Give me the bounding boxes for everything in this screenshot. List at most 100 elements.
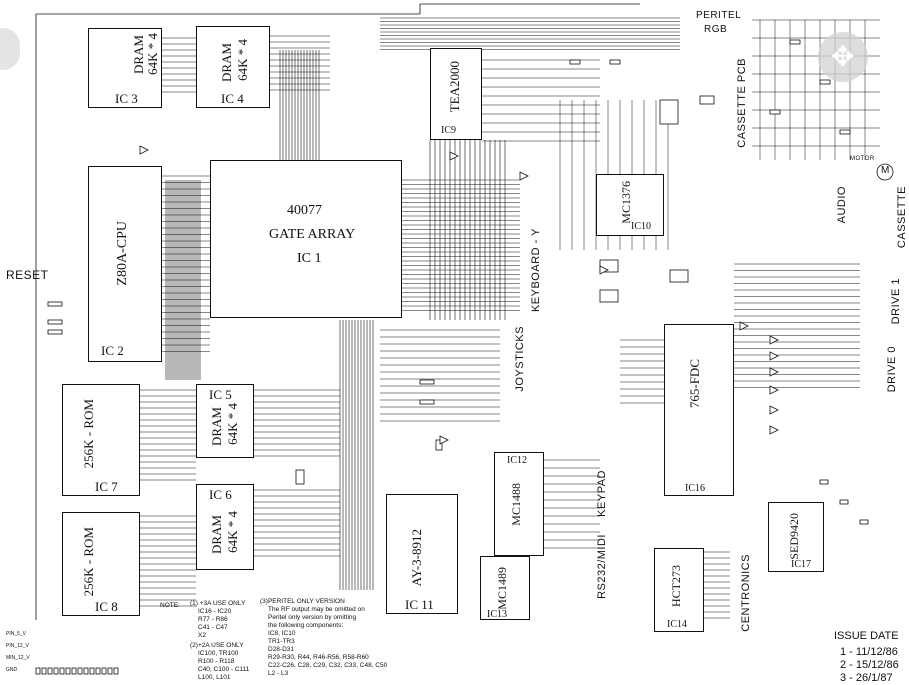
component (89, 667, 95, 675)
buffer-gate (769, 367, 779, 377)
note-plus3a-line: IC16 - IC20 (198, 608, 232, 615)
note-plus2a-line: R100 - R118 (198, 658, 235, 665)
power-rail-label: MIN_12_V (6, 655, 30, 661)
power-rail-label: PIN_12_V (6, 643, 29, 649)
component (59, 667, 65, 675)
chip-ic2-ref: IC 2 (101, 343, 124, 358)
component (65, 667, 71, 675)
chip-ic14: HCT273 IC14 (654, 548, 704, 632)
chip-ic7-ref: IC 7 (95, 479, 118, 494)
buffer-gate (139, 145, 149, 155)
note-peritel-line: D28-D31 (268, 646, 295, 653)
chip-ic3-size: 64K * 4 (145, 33, 160, 75)
chip-ic11-ref: IC 11 (405, 597, 434, 612)
note-peritel-line: Peritel only version by omitting (268, 614, 357, 621)
chip-ic9-ref: IC9 (441, 125, 456, 136)
chip-ic3: DRAM 64K * 4 IC 3 (88, 28, 162, 108)
note-plus3a-line: (1) +3A USE ONLY (190, 600, 246, 607)
note-peritel-line: (3)PERITEL ONLY VERSION (260, 598, 345, 605)
chip-ic13-ref: IC13 (487, 609, 507, 620)
note-peritel-line: The RF output may be omitted on (268, 606, 365, 613)
buffer-gate (519, 171, 529, 181)
chip-ic8-ref: IC 8 (95, 599, 118, 614)
note-plus3a-line: R77 - R86 (198, 616, 228, 623)
chip-ic12-ref: IC12 (507, 455, 527, 466)
chip-ic14-ref: IC14 (667, 619, 687, 630)
component (107, 667, 113, 675)
expand-button[interactable]: ✥ (818, 32, 868, 82)
component (569, 59, 581, 65)
chip-ic17-ref: IC17 (791, 559, 811, 570)
note-plus2a-line: L100, L101 (198, 674, 231, 681)
chip-ic4: DRAM 64K * 4 IC 4 (196, 26, 270, 108)
motor-symbol: M (881, 165, 890, 176)
component (47, 329, 63, 335)
previous-image-button[interactable] (0, 28, 20, 70)
component (295, 469, 305, 485)
chip-ic6-ref: IC 6 (209, 487, 232, 502)
chip-ic17: SED9420 IC17 (768, 502, 824, 572)
note-peritel-line: L2 - L3 (268, 670, 289, 677)
chip-ic16: 765-FDC IC16 (664, 324, 734, 496)
chip-ic5-name: DRAM (209, 407, 224, 447)
component (47, 301, 63, 307)
chip-ic12: MC1488 IC12 (494, 452, 544, 556)
cassette-pcb-label: CASSETTE PCB (736, 58, 748, 148)
chip-ic1-ref: IC 1 (297, 251, 322, 266)
issue-entry-line: 2 - 15/12/86 (840, 659, 899, 671)
component (113, 667, 119, 675)
centronics-label: CENTRONICS (740, 554, 752, 632)
power-rail-label: PIN_5_V (6, 631, 27, 637)
chip-ic13-name: MC1489 (495, 567, 509, 610)
chip-ic4-name: DRAM (219, 43, 234, 83)
chip-ic1-part: 40077 (287, 203, 322, 218)
component (95, 667, 101, 675)
note-peritel-line: C22-C26, C28, C29, C32, C33, C48, C50 (268, 662, 388, 669)
component (53, 667, 59, 675)
component (669, 269, 689, 283)
component (769, 109, 781, 115)
component (819, 479, 829, 485)
component (419, 399, 435, 405)
component (599, 289, 619, 303)
note-plus3a-line: X2 (198, 632, 206, 639)
chip-ic7-name: 256K - ROM (81, 399, 96, 469)
chip-ic11-name: AY-3-8912 (409, 529, 424, 587)
component (47, 319, 63, 325)
chip-ic7: 256K - ROM IC 7 (62, 384, 140, 496)
chip-ic8: 256K - ROM IC 8 (62, 512, 140, 616)
chip-ic10-name: MC1376 (619, 181, 633, 224)
motor-label: MOTOR (850, 156, 875, 162)
component (35, 667, 41, 675)
component (83, 667, 89, 675)
chip-ic1-name: GATE ARRAY (269, 227, 356, 242)
buffer-gate (439, 435, 449, 445)
chip-ic5-size: 64K * 4 (225, 403, 240, 445)
chip-ic1: 40077 GATE ARRAY IC 1 (210, 160, 402, 318)
note-peritel-line: TR1-TR3 (268, 638, 295, 645)
note-plus2a-line: (2)+2A USE ONLY (190, 642, 244, 649)
motor-symbol-circle (876, 163, 894, 181)
component (839, 499, 849, 505)
component (41, 667, 47, 675)
chip-ic17-name: SED9420 (787, 513, 801, 560)
chip-ic14-name: HCT273 (669, 565, 683, 607)
chip-ic11: AY-3-8912 IC 11 (386, 494, 458, 614)
rgb-label: RGB (704, 24, 728, 35)
chip-ic3-ref: IC 3 (115, 91, 138, 106)
buffer-gate (769, 425, 779, 435)
buffer-gate (739, 321, 749, 331)
issue-date-title: ISSUE DATE (834, 630, 899, 642)
chip-ic5: DRAM 64K * 4 IC 5 (196, 384, 254, 458)
chip-ic5-ref: IC 5 (209, 387, 232, 402)
chip-ic2: Z80A-CPU IC 2 (88, 166, 162, 362)
audio-label: AUDIO (836, 186, 848, 224)
keypad-label: KEYPAD (596, 470, 608, 517)
expand-icon: ✥ (831, 40, 855, 73)
chip-ic4-ref: IC 4 (221, 91, 244, 106)
note-peritel-line: R29-R30, R44, R46-R56, R58-R60 (268, 654, 369, 661)
